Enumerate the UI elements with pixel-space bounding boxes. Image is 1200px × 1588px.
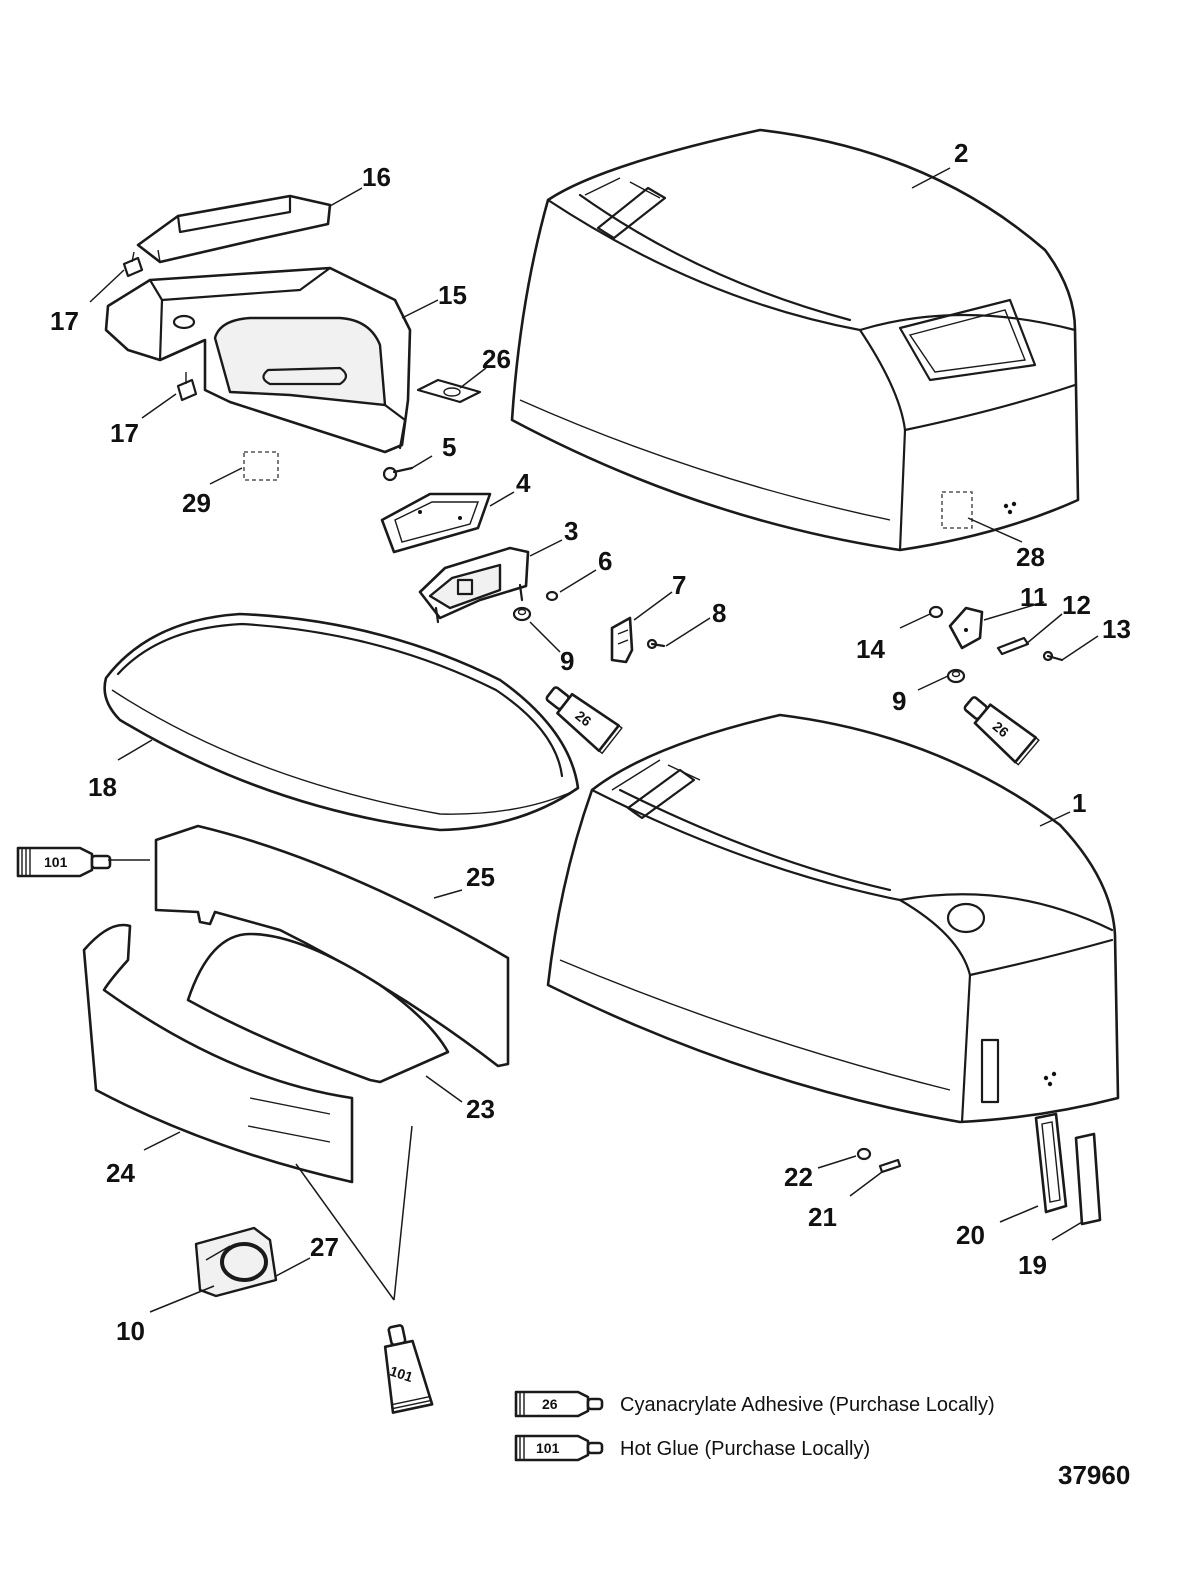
screw-part-17-upper: [122, 251, 144, 278]
callout-18: 18: [88, 772, 117, 802]
callout-10: 10: [116, 1316, 145, 1346]
screw-part-17-lower: [176, 372, 198, 402]
leader-lines: [89, 167, 1099, 1313]
callout-9-left: 9: [560, 646, 574, 676]
legend-item-26: 26 Cyanacrylate Adhesive (Purchase Local…: [514, 1390, 995, 1418]
hot-glue-tube-101-left: 101: [16, 846, 112, 878]
panel-part-24: [82, 923, 354, 1184]
bracket-part-11: [948, 606, 984, 650]
legend-item-101: 101 Hot Glue (Purchase Locally): [514, 1434, 870, 1462]
legend-code-26: 26: [542, 1396, 558, 1412]
legend-text-101: Hot Glue (Purchase Locally): [620, 1438, 870, 1460]
bracket-part-16: [136, 194, 332, 264]
spacer-part-12: [996, 636, 1030, 656]
nut-part-22: [856, 1147, 872, 1161]
callout-23: 23: [466, 1094, 495, 1124]
callout-29: 29: [182, 488, 211, 518]
latch-part-3: [418, 546, 530, 624]
callout-numbers: 2 1 16 15 17 17 26 29 5 4 3 6 7 8 9 11 1…: [50, 138, 1131, 1346]
screw-part-21: [878, 1158, 902, 1174]
callout-17-lower: 17: [110, 418, 139, 448]
grommet-part-9-right: [946, 668, 966, 684]
nut-part-6: [545, 590, 559, 602]
callout-27: 27: [310, 1232, 339, 1262]
legend-code-101: 101: [536, 1440, 560, 1456]
legend: 26 Cyanacrylate Adhesive (Purchase Local…: [514, 1390, 995, 1462]
screw-part-13: [1042, 650, 1064, 662]
callout-17-upper: 17: [50, 306, 79, 336]
grommet-part-9-left: [512, 606, 532, 622]
foam-part-23: [186, 932, 450, 1084]
callout-15: 15: [438, 280, 467, 310]
adhesive-tube-26-right: 26: [963, 696, 1040, 766]
callout-4: 4: [516, 468, 531, 498]
callout-7: 7: [672, 570, 686, 600]
foam-part-25: [154, 824, 510, 1068]
label-part-26: [416, 378, 482, 404]
grille-part-20: [1034, 1112, 1068, 1214]
callout-11: 11: [1020, 582, 1048, 612]
trim-part-19: [1074, 1132, 1102, 1226]
callout-19: 19: [1018, 1250, 1047, 1280]
cover-part-15: [104, 266, 412, 454]
hot-glue-tube-101-bottom: 101: [383, 1324, 434, 1414]
callout-2: 2: [954, 138, 968, 168]
callout-21: 21: [808, 1202, 837, 1232]
callout-13: 13: [1102, 614, 1131, 644]
callout-28: 28: [1016, 542, 1045, 572]
hook-part-7: [610, 616, 634, 664]
callout-14: 14: [856, 634, 885, 664]
nut-part-14: [928, 605, 944, 619]
callout-25: 25: [466, 862, 495, 892]
callout-16: 16: [362, 162, 391, 192]
callout-3: 3: [564, 516, 578, 546]
screw-part-5: [382, 466, 414, 482]
callout-8: 8: [712, 598, 726, 628]
callout-5: 5: [442, 432, 456, 462]
callout-20: 20: [956, 1220, 985, 1250]
screw-part-8: [646, 638, 666, 650]
callout-12: 12: [1062, 590, 1091, 620]
bottom-cowl-part-1: [546, 713, 1120, 1124]
callout-24: 24: [106, 1158, 135, 1188]
plate-part-4: [380, 492, 492, 554]
top-cowl-part-2: [510, 128, 1080, 552]
legend-text-26: Cyanacrylate Adhesive (Purchase Locally): [620, 1394, 995, 1416]
pouch-part-27: [194, 1226, 278, 1298]
callout-22: 22: [784, 1162, 813, 1192]
adhesive-tube-26-left: 26: [545, 686, 623, 755]
callout-1: 1: [1072, 788, 1086, 818]
figure-number: 37960: [1058, 1460, 1130, 1490]
callout-26: 26: [482, 344, 511, 374]
decal-part-29: [243, 451, 279, 481]
tube-label-101: 101: [388, 1363, 415, 1386]
tube-label-101: 101: [44, 854, 68, 870]
callout-9-right: 9: [892, 686, 906, 716]
seal-part-18: [103, 612, 580, 832]
callout-6: 6: [598, 546, 612, 576]
